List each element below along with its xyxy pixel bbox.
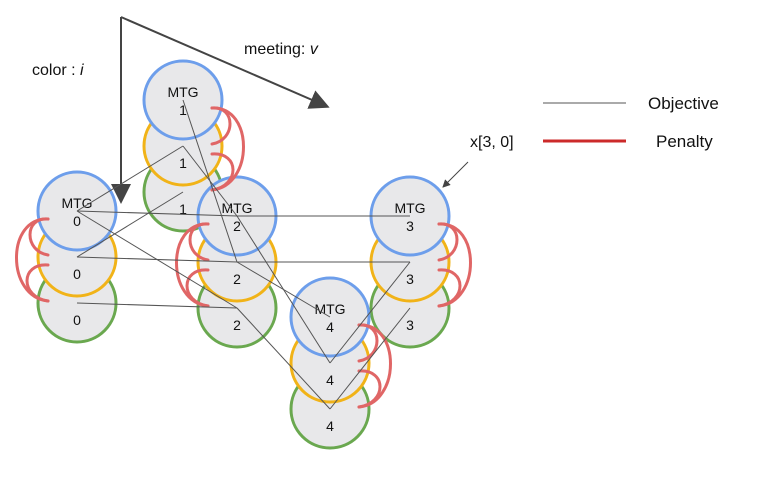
node-layer-label: 1 bbox=[179, 201, 187, 217]
pointer-label: x[3, 0] bbox=[470, 134, 514, 151]
node-layer-label: 2 bbox=[233, 317, 241, 333]
objective-edge bbox=[329, 307, 411, 410]
node-id: 4 bbox=[326, 319, 334, 335]
penalty-curves bbox=[15, 106, 472, 409]
legend-penalty-label: Penalty bbox=[656, 132, 713, 151]
node-id: 1 bbox=[179, 102, 187, 118]
axis-arrows bbox=[111, 16, 330, 204]
objective-edge bbox=[236, 307, 331, 410]
node-layer-label: 2 bbox=[233, 271, 241, 287]
objective-edge bbox=[76, 256, 238, 263]
objective-edge bbox=[76, 145, 184, 212]
node-layer-label: 1 bbox=[179, 155, 187, 171]
objective-edge bbox=[76, 191, 184, 258]
penalty-curve bbox=[210, 152, 235, 192]
meeting-axis-label: meeting: v bbox=[244, 41, 319, 58]
objective-edge bbox=[236, 261, 331, 318]
node-title: MTG bbox=[61, 195, 92, 211]
legend-objective-label: Objective bbox=[648, 94, 719, 113]
node-id: 2 bbox=[233, 218, 241, 234]
penalty-curve bbox=[25, 263, 50, 303]
objective-edge bbox=[182, 145, 238, 217]
node-layer-label: 4 bbox=[326, 372, 334, 388]
node-layer-label: 3 bbox=[406, 271, 414, 287]
objective-edge bbox=[76, 302, 238, 309]
legend: Objective Penalty bbox=[543, 94, 719, 151]
objective-edge bbox=[329, 261, 411, 364]
penalty-curve bbox=[357, 369, 382, 409]
penalty-curve bbox=[437, 268, 462, 308]
node-title: MTG bbox=[394, 200, 425, 216]
node-title: MTG bbox=[167, 84, 198, 100]
node-id: 3 bbox=[406, 218, 414, 234]
meeting-axis-arrow bbox=[120, 16, 330, 109]
node-layer-label: 0 bbox=[73, 312, 81, 328]
penalty-curve bbox=[185, 268, 210, 308]
meeting-node-1: 1 1 MTG 1 bbox=[142, 59, 224, 233]
objective-edges bbox=[76, 99, 411, 410]
pointer-arrow bbox=[442, 161, 469, 188]
color-axis-label: color : i bbox=[32, 62, 84, 79]
node-layer-label: 0 bbox=[73, 266, 81, 282]
objective-edge bbox=[76, 210, 238, 217]
node-title: MTG bbox=[221, 200, 252, 216]
node-title: MTG bbox=[314, 301, 345, 317]
node-id: 0 bbox=[73, 213, 81, 229]
node-layer-label: 3 bbox=[406, 317, 414, 333]
node-layer-label: 4 bbox=[326, 418, 334, 434]
